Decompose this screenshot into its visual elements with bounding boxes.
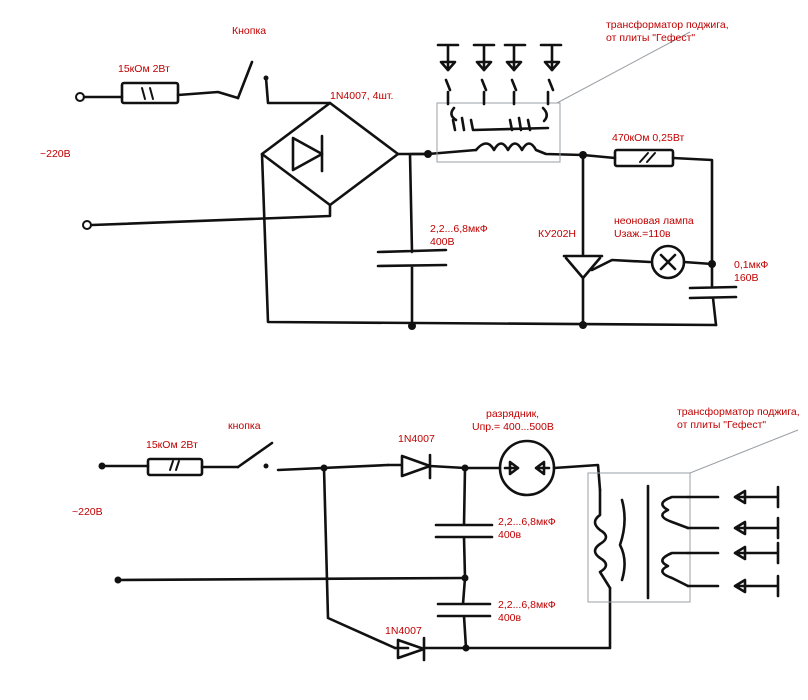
top-button-switch [236, 60, 254, 100]
bottom-resistor-15k [146, 457, 204, 477]
top-small-capacitor-label: 0,1мкФ [734, 259, 768, 271]
bottom-capacitor-2 [436, 576, 492, 650]
bottom-button-switch [236, 441, 274, 469]
bottom-gap-label: разрядник, [486, 408, 539, 420]
top-bridge-label: 1N4007, 4шт. [330, 90, 393, 102]
top-resistor-15k [120, 81, 180, 105]
top-button-label: Кнопка [232, 25, 266, 37]
bottom-circuit [98, 429, 799, 662]
top-resistor-470k-label: 470кОм 0,25Вт [612, 132, 685, 144]
bottom-capacitor-1 [434, 466, 494, 580]
top-mains-label: ~220В [40, 148, 71, 160]
bottom-capacitor-2-label: 2,2...6,8мкФ [498, 599, 556, 611]
bottom-transformer-primary [593, 488, 612, 590]
top-neon-label: неоновая лампа [614, 215, 694, 227]
top-thyristor [562, 153, 604, 327]
top-spark-electrodes [436, 43, 563, 106]
bottom-button-label: кнопка [228, 420, 261, 432]
top-small-capacitor [688, 262, 738, 327]
top-transformer-primary [474, 142, 585, 157]
bottom-diode-top [386, 453, 467, 480]
top-circuit [75, 31, 738, 330]
bottom-capacitor-1-voltage-label: 400в [498, 529, 522, 541]
top-transformer-box [436, 102, 561, 163]
bottom-transformer-label: трансформатор поджига, [677, 406, 800, 418]
top-small-capacitor-voltage-label: 160В [734, 272, 759, 284]
bottom-mains-label: ~220В [72, 506, 103, 518]
top-resistor-label: 15кОм 2Вт [118, 63, 170, 75]
top-transformer-source-label: от плиты "Гефест" [606, 32, 695, 44]
bottom-spark-electrodes [686, 485, 780, 598]
bottom-resistor-label: 15кОм 2Вт [146, 439, 198, 451]
bottom-capacitor-2-voltage-label: 400в [498, 612, 522, 624]
bottom-transformer-source-label: от плиты "Гефест" [677, 419, 766, 431]
top-neon-voltage-label: Uзаж.=110в [614, 228, 671, 240]
top-diode-bridge [260, 101, 400, 207]
bottom-diode-bottom-label: 1N4007 [385, 625, 422, 637]
bottom-diode-top-label: 1N4007 [398, 433, 435, 445]
bottom-transformer-box [587, 472, 691, 603]
bottom-capacitor-1-label: 2,2...6,8мкФ [498, 516, 556, 528]
bottom-left-rail [322, 466, 397, 650]
top-mains-terminal-2 [82, 220, 92, 230]
labels: 15кОм 2Вт Кнопка 1N4007, 4шт. трансформа… [40, 19, 800, 637]
top-main-capacitor [376, 152, 448, 328]
bottom-gap-voltage-label: Uпр.= 400...500В [472, 421, 554, 433]
top-return-rail [260, 152, 718, 327]
top-capacitor-voltage-label: 400В [430, 236, 455, 248]
top-transformer-label: трансформатор поджига, [606, 19, 729, 31]
top-thyristor-label: КУ202Н [538, 228, 576, 240]
top-capacitor-label: 2,2...6,8мкФ [430, 223, 488, 235]
bottom-diode-bottom [393, 586, 612, 662]
